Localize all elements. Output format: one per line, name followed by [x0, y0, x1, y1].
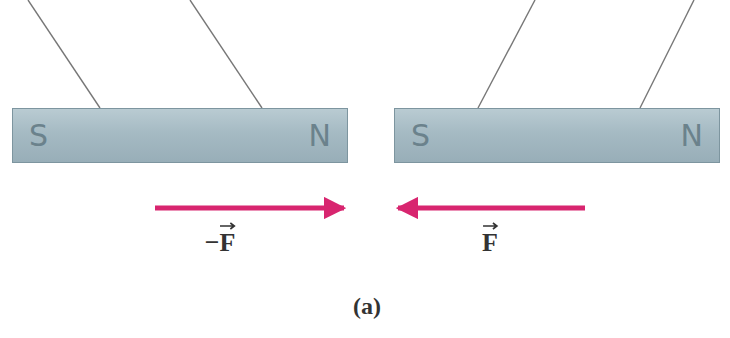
- string: [478, 0, 535, 108]
- bar-magnet: SN: [12, 108, 348, 163]
- pole-label: S: [411, 119, 430, 153]
- pole-label: N: [309, 119, 331, 153]
- force-label: F: [482, 228, 498, 258]
- force-arrow: [398, 206, 585, 211]
- force-arrow: [155, 206, 344, 211]
- bar-magnet: SN: [394, 108, 720, 163]
- string: [190, 0, 262, 108]
- force-label: −F: [205, 228, 236, 258]
- pole-label: S: [29, 119, 48, 153]
- string: [640, 0, 694, 108]
- pole-label: N: [681, 119, 703, 153]
- string: [28, 0, 100, 108]
- panel-label: (a): [353, 292, 381, 320]
